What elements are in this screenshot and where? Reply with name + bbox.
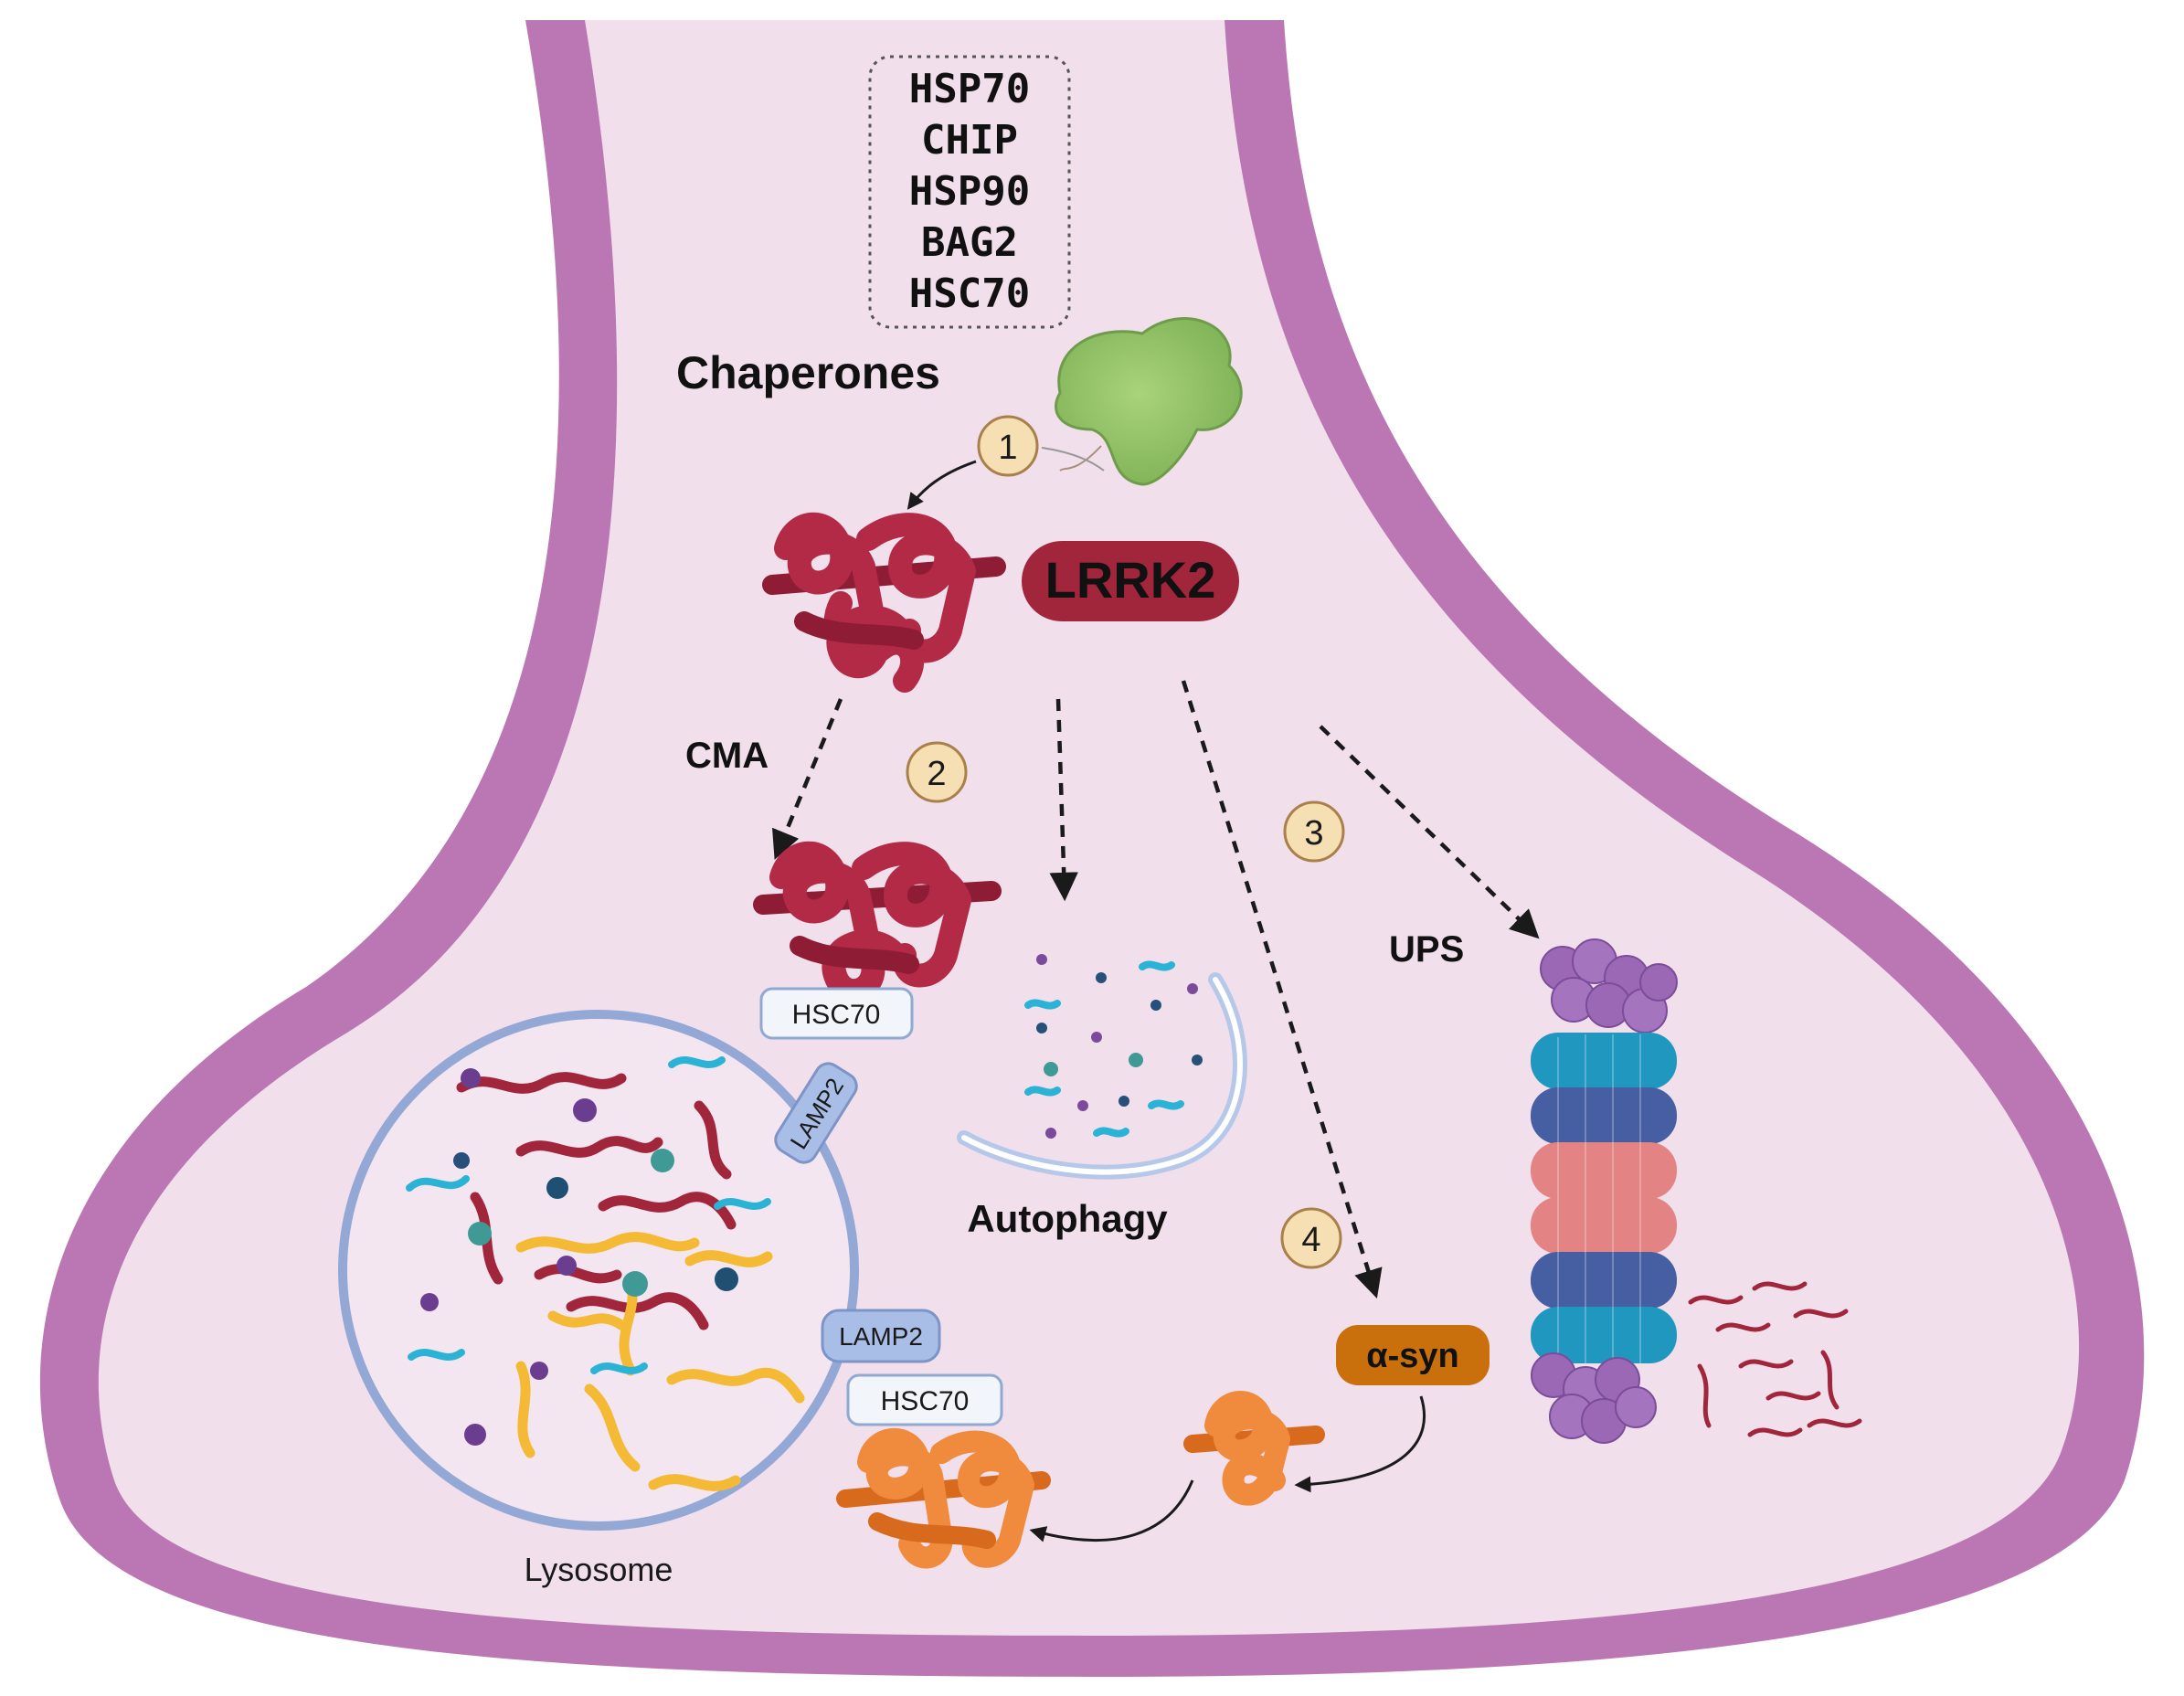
alpha-syn-aggregation-arrow-1 <box>1294 1395 1426 1493</box>
step-badge-4 <box>1280 1207 1342 1269</box>
chaperone-hsp90: HSP90 <box>909 168 1030 215</box>
chaperone-bag2: BAG2 <box>921 219 1018 266</box>
chaperone-list-box: HSP70 CHIP HSP90 BAG2 HSC70 <box>868 55 1071 329</box>
alpha-syn-aggregate <box>836 1427 1051 1569</box>
alpha-syn-label: α-syn <box>1366 1337 1459 1375</box>
lrrk2-label: LRRK2 <box>1045 551 1216 609</box>
autophagy-label: Autophagy <box>967 1197 1168 1240</box>
step-4-number: 4 <box>1301 1221 1320 1259</box>
lysosome <box>338 1010 859 1531</box>
lrrk2-protein-aggregate <box>762 512 1006 693</box>
ups-label: UPS <box>1389 929 1464 970</box>
lamp2-receptor-bottom <box>821 1309 941 1363</box>
chaperone-binding-arrow <box>906 460 977 510</box>
chaperone-chip: CHIP <box>921 117 1018 164</box>
chaperone-protein-icon <box>1055 317 1243 486</box>
lrrk2-cma-cargo <box>753 841 1002 1003</box>
step-1-number: 1 <box>998 429 1017 467</box>
lamp2-receptor-top <box>774 1062 858 1164</box>
cma-pathway-arrow <box>772 698 843 860</box>
step-2-number: 2 <box>927 755 946 793</box>
lamp2-bottom-label: LAMP2 <box>839 1322 923 1351</box>
lysosome-label: Lysosome <box>525 1551 673 1588</box>
proteasome <box>1531 938 1678 1444</box>
alpha-syn-monomer <box>1183 1391 1325 1506</box>
chaperone-hsp70: HSP70 <box>909 66 1030 112</box>
autophagosome <box>957 954 1247 1180</box>
hsc70-top-label: HSC70 <box>792 1000 881 1030</box>
hsc70-bottom-label: HSC70 <box>881 1386 970 1416</box>
lrrk2-badge <box>1022 541 1239 621</box>
alpha-syn-pathway-arrow <box>1181 680 1383 1299</box>
step-badge-2 <box>906 741 968 803</box>
chaperone-hsc70: HSC70 <box>909 270 1030 317</box>
cell-membrane <box>39 20 2145 1677</box>
step-badge-1 <box>977 415 1039 477</box>
autophagy-pathway-arrow <box>1049 698 1078 902</box>
hsc70-tag-top <box>759 987 914 1040</box>
cma-label: CMA <box>685 736 769 776</box>
step-badge-3 <box>1283 800 1345 863</box>
chaperones-label: Chaperones <box>676 347 940 398</box>
degraded-peptides <box>1688 1281 1862 1437</box>
step-3-number: 3 <box>1304 814 1323 853</box>
hsc70-tag-bottom <box>846 1373 1003 1426</box>
alpha-syn-aggregation-arrow-2 <box>1029 1479 1194 1542</box>
alpha-syn-badge <box>1336 1325 1490 1385</box>
ups-pathway-arrow <box>1319 725 1540 939</box>
